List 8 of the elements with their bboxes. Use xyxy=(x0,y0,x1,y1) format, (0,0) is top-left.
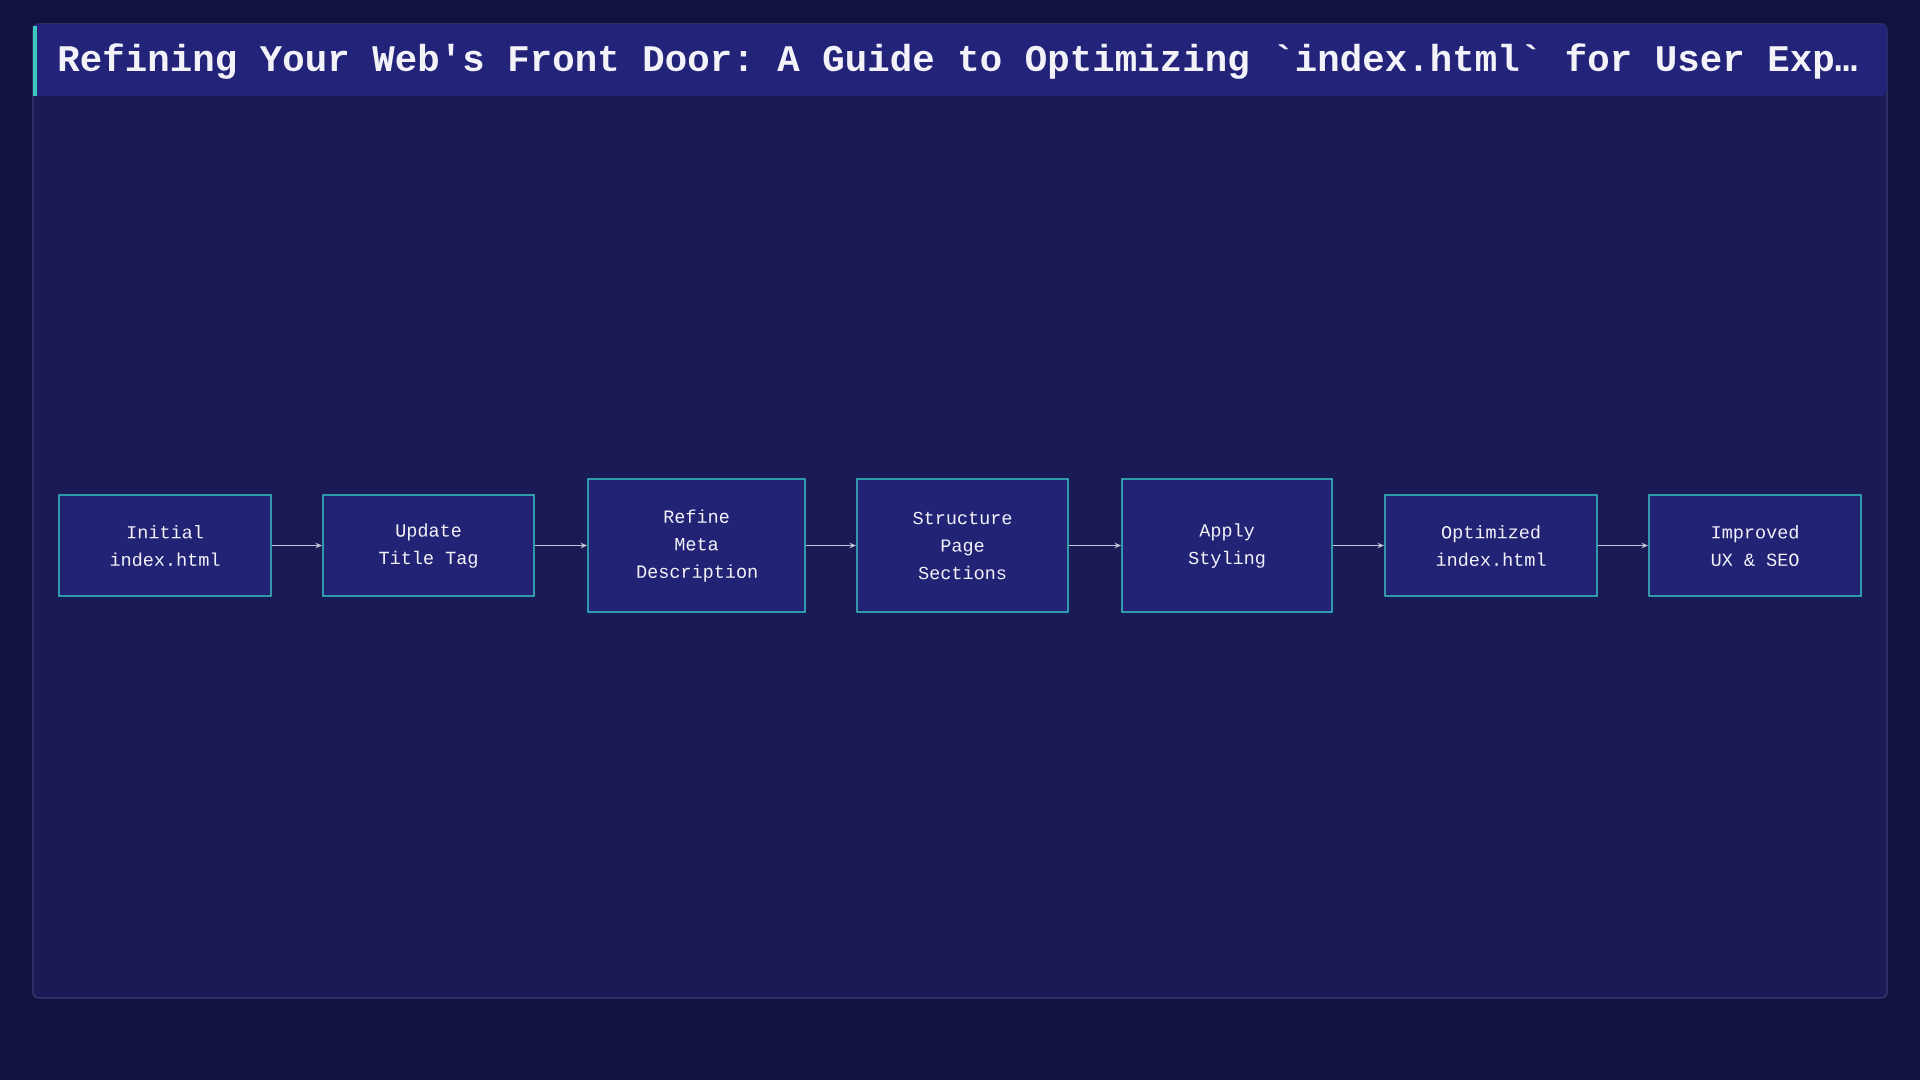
process-box: Update Title Tag xyxy=(322,494,535,597)
process-box: Initial index.html xyxy=(58,494,272,597)
title-bar: Refining Your Web's Front Door: A Guide to Optimizing `index.html` for User Exp… xyxy=(33,24,1887,96)
process-box: Apply Styling xyxy=(1121,478,1333,613)
process-box: Refine Meta Description xyxy=(587,478,806,613)
process-box: Improved UX & SEO xyxy=(1648,494,1862,597)
process-box: Structure Page Sections xyxy=(856,478,1069,613)
process-box: Optimized index.html xyxy=(1384,494,1598,597)
